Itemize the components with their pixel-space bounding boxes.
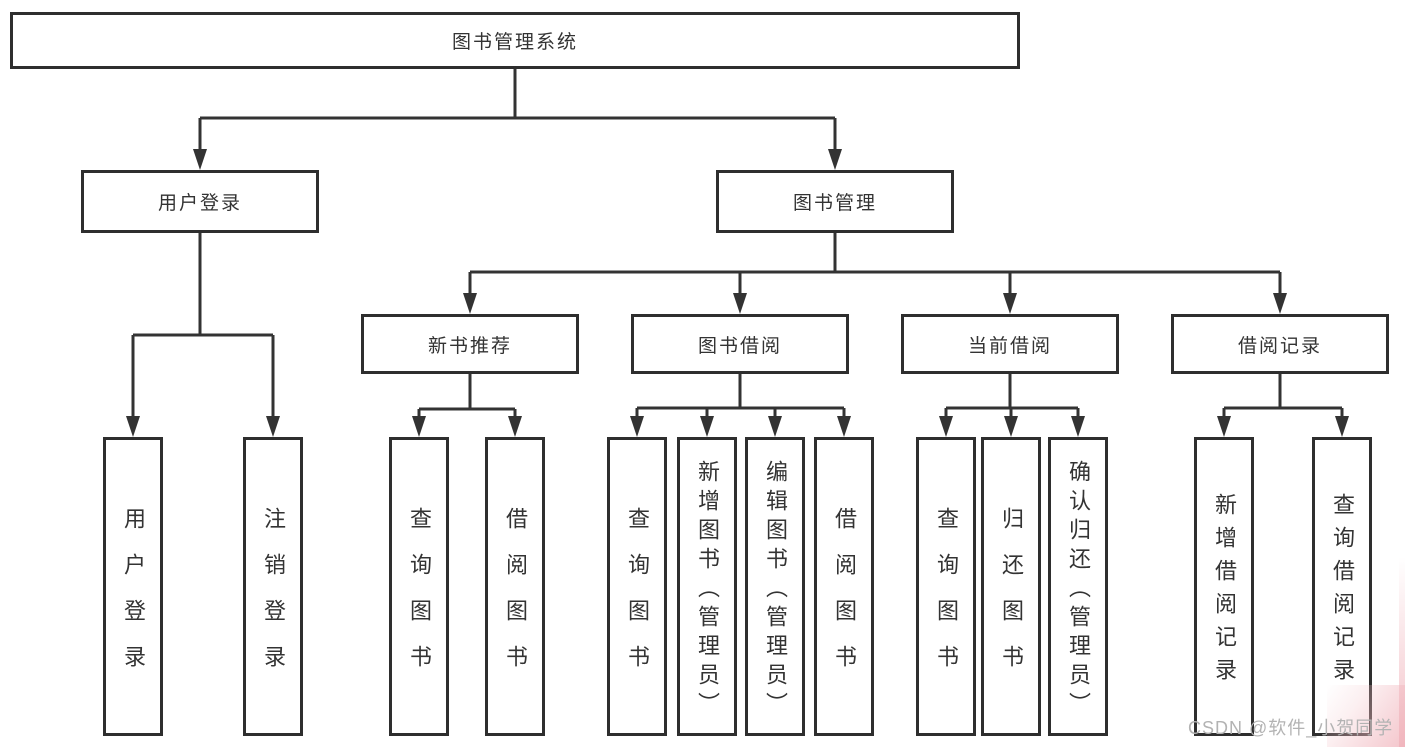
connector-root-to-level2 (198, 69, 837, 152)
leaf-edit-book-admin: 编辑图书（管理员） (745, 437, 805, 736)
leaf-label: 用户登录 (121, 506, 146, 691)
leaf-borrow-books-2: 借阅图书 (814, 437, 874, 736)
node-label: 新书推荐 (427, 335, 512, 357)
node-label: 当前借阅 (967, 335, 1052, 357)
leaf-query-books-2: 查询图书 (607, 437, 667, 736)
arrowheads-user-login (126, 416, 280, 437)
leaf-label: 借阅图书 (832, 506, 857, 691)
leaf-label: 确认归还（管理员） (1066, 459, 1091, 721)
leaf-return-books: 归还图书 (981, 437, 1041, 736)
arrowheads-level2 (193, 149, 842, 170)
leaf-label: 编辑图书（管理员） (763, 459, 788, 721)
connector-book-borrow-branch (635, 374, 846, 420)
leaf-label: 借阅图书 (503, 506, 528, 691)
node-user-login: 用户登录 (81, 170, 319, 233)
leaf-query-books-3: 查询图书 (916, 437, 976, 736)
leaf-query-borrow-record: 查询借阅记录 (1312, 437, 1372, 736)
arrowheads-level3 (463, 293, 1287, 314)
node-book-borrowing: 图书借阅 (631, 314, 849, 374)
leaf-confirm-return-admin: 确认归还（管理员） (1048, 437, 1108, 736)
arrowheads-book-borrow (630, 416, 851, 437)
leaf-label: 新增图书（管理员） (695, 459, 720, 721)
node-label: 图书管理系统 (451, 32, 578, 53)
node-label: 图书借阅 (697, 335, 782, 357)
arrowheads-new-book (412, 416, 522, 437)
leaf-label: 查询图书 (625, 506, 650, 691)
node-new-book-recommend: 新书推荐 (361, 314, 579, 374)
leaf-user-login: 用户登录 (103, 437, 163, 736)
node-borrowing-records: 借阅记录 (1171, 314, 1389, 374)
csdn-watermark: CSDN @软件_小贺同学 (1188, 718, 1394, 738)
connector-borrow-records-branch (1222, 374, 1344, 420)
connector-new-book-branch (417, 374, 517, 420)
arrowheads-current-borrow (939, 416, 1085, 437)
leaf-borrow-books-1: 借阅图书 (485, 437, 545, 736)
leaf-label: 查询图书 (934, 506, 959, 691)
leaf-label: 归还图书 (999, 506, 1024, 691)
node-library-management-system: 图书管理系统 (10, 12, 1020, 69)
leaf-add-book-admin: 新增图书（管理员） (677, 437, 737, 736)
node-label: 借阅记录 (1237, 335, 1322, 357)
connector-user-login-branch (131, 233, 275, 418)
node-label: 用户登录 (157, 193, 242, 214)
arrowheads-borrow-records (1217, 416, 1349, 437)
leaf-query-books-1: 查询图书 (389, 437, 449, 736)
watermark-edge-tint (1399, 557, 1405, 747)
leaf-label: 查询图书 (407, 506, 432, 691)
leaf-label: 新增借阅记录 (1212, 493, 1237, 691)
node-label: 图书管理 (792, 193, 877, 214)
node-current-borrowing: 当前借阅 (901, 314, 1119, 374)
node-book-management: 图书管理 (716, 170, 954, 233)
leaf-label: 注销登录 (261, 506, 286, 691)
connector-book-mgmt-branch (468, 233, 1282, 297)
leaf-label: 查询借阅记录 (1330, 493, 1355, 691)
leaf-add-borrow-record: 新增借阅记录 (1194, 437, 1254, 736)
connector-current-borrow-branch (944, 374, 1080, 420)
leaf-logout: 注销登录 (243, 437, 303, 736)
